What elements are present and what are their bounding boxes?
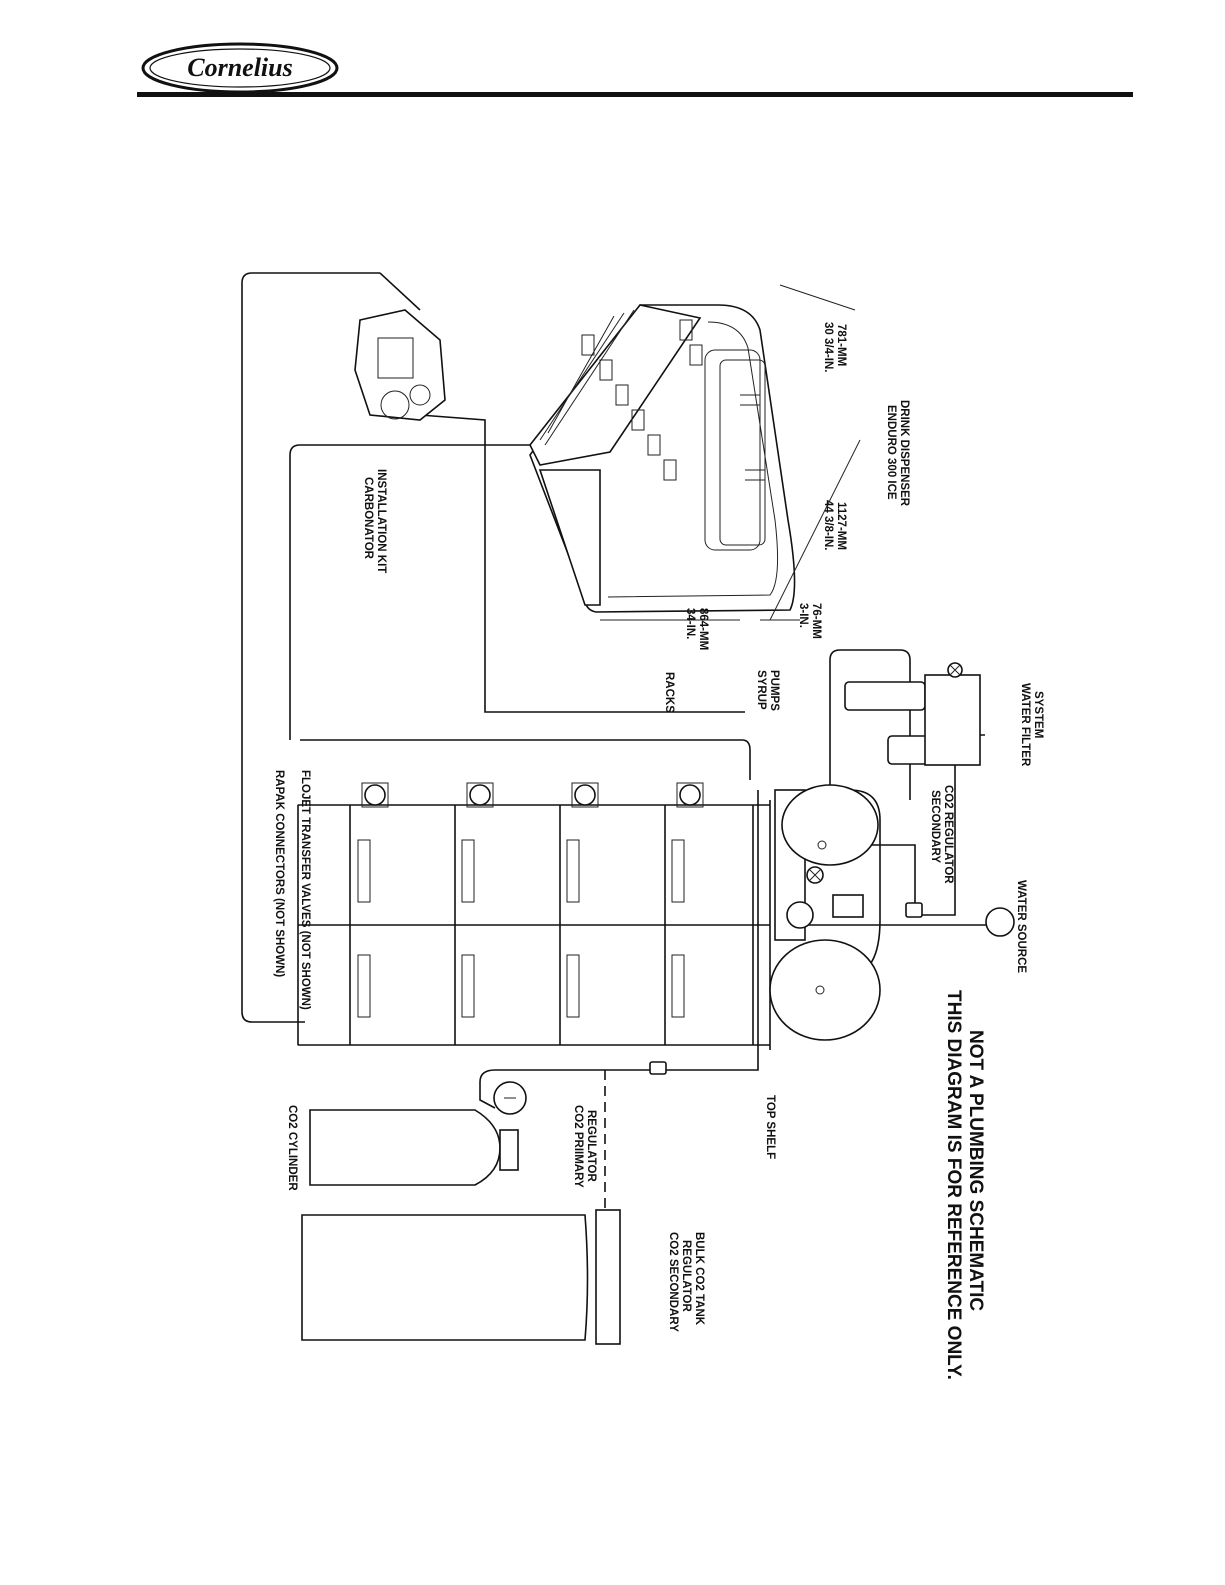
dispenser-label-line-1: ENDURO 300 ICE [885, 405, 897, 500]
dim-width-label: 44 3/8-IN. 1127-MM [822, 500, 847, 551]
rapak-connectors-label: RAPAK CONNECTORS (NOT SHOWN) [273, 770, 285, 977]
dim-width-mm: 1127-MM [835, 502, 847, 550]
dim-width-in: 44 3/8-IN. [822, 500, 834, 551]
syrup-pumps-label: SYRUP PUMPS [755, 670, 780, 711]
dispenser-label-line-2: DRINK DISPENSER [898, 400, 910, 507]
syrup-pumps-label-line-1: SYRUP [755, 670, 767, 710]
carbonator-drawing [354, 309, 446, 421]
line-carbonator-to-water [379, 272, 421, 311]
secondary-reg-label: SECONDARY CO2 REGULATOR [929, 785, 954, 884]
dim-height-mm: 864-MM [697, 608, 709, 650]
dim-depth-in: 30 3/4-IN. [822, 322, 834, 373]
top-shelf-label-text: TOP SHELF [764, 1095, 776, 1159]
carbonator-label-line-2: INSTALLATION KIT [375, 469, 387, 573]
dim-height-label: 34-IN. 864-MM [684, 608, 709, 650]
line-filter-return [880, 649, 911, 800]
dim-depth-label: 30 3/4-IN. 781-MM [822, 322, 847, 373]
water-source-icon [985, 907, 1015, 937]
racks-label: RACKS [663, 672, 675, 713]
water-filter-label: WATER FILTER SYSTEM [1019, 683, 1044, 767]
dim-width-line [769, 439, 861, 621]
co2-cylinder-label-text: CO2 CYLINDER [286, 1105, 298, 1191]
bulk-tank-label-line-1: CO2 SECONDARY [667, 1232, 679, 1332]
water-filter-drawing [844, 662, 981, 766]
bulk-tank-label: CO2 SECONDARY REGULATOR BULK CO2 TANK [667, 1232, 705, 1332]
note-line-2: NOT A PLUMBING SCHEMATIC [965, 1030, 986, 1311]
carbonator-label-line-1: CARBONATOR [362, 477, 374, 560]
water-source-label: WATER SOURCE [1015, 880, 1027, 973]
bulk-tank-label-line-3: BULK CO2 TANK [693, 1232, 705, 1326]
secondary-reg-label-line-2: CO2 REGULATOR [942, 785, 954, 884]
line-carbonator-loop [241, 272, 380, 1023]
carbonation-equipment [769, 784, 1015, 1041]
storage-rack [297, 800, 771, 1050]
co2-cylinder-label: CO2 CYLINDER [286, 1105, 298, 1191]
water-filter-label-line-1: WATER FILTER [1019, 683, 1031, 767]
note-text: THIS DIAGRAM IS FOR REFERENCE ONLY. NOT … [943, 990, 986, 1380]
note-line-1: THIS DIAGRAM IS FOR REFERENCE ONLY. [943, 990, 964, 1380]
bulk-tank-label-line-2: REGULATOR [680, 1240, 692, 1312]
flojet-valves-label: FLOJET TRANSFER VALVES (NOT SHOWN) [299, 770, 311, 1010]
water-filter-label-line-2: SYSTEM [1032, 691, 1044, 738]
syrup-pumps [361, 782, 704, 808]
dispenser-drawing [529, 304, 796, 613]
dim-offset-mm: 76-MM [810, 603, 822, 639]
racks-label-text: RACKS [663, 672, 675, 713]
secondary-reg-label-line-1: SECONDARY [929, 790, 941, 863]
line-carbonator-to-pumps [419, 414, 745, 713]
line-syrup-to-dispenser [289, 444, 545, 740]
dim-depth-mm: 781-MM [835, 324, 847, 366]
syrup-pumps-label-line-2: PUMPS [768, 670, 780, 711]
dim-height-in: 34-IN. [684, 608, 696, 639]
carbonator-label: CARBONATOR INSTALLATION KIT [362, 469, 387, 573]
tee-fitting-co2 [649, 1061, 667, 1075]
co2-primary-label: CO2 PRIIMARY REGULATOR [572, 1105, 597, 1188]
bulk-co2-tank [301, 1209, 621, 1345]
rapak-flojet-label: RAPAK CONNECTORS (NOT SHOWN) FLOJET TRAN… [273, 770, 311, 1010]
line-co2-to-rack [479, 790, 759, 1083]
top-shelf-label: TOP SHELF [764, 1095, 776, 1159]
dispenser-label: ENDURO 300 ICE DRINK DISPENSER [885, 400, 910, 507]
water-source-label-text: WATER SOURCE [1015, 880, 1027, 973]
co2-cylinder [309, 1081, 527, 1186]
dim-offset-in: 3-IN. [797, 603, 809, 628]
co2-primary-label-line-1: CO2 PRIIMARY [572, 1105, 584, 1188]
line-co2-reg-to-cyl [479, 1082, 496, 1109]
line-filter-loop [829, 649, 880, 790]
tee-fitting-secondary [905, 902, 923, 918]
line-pump-manifold [300, 739, 751, 780]
co2-primary-label-line-2: REGULATOR [585, 1110, 597, 1182]
dim-depth-line [779, 284, 856, 311]
dim-offset-label: 3-IN. 76-MM [797, 603, 822, 639]
header-rule [137, 92, 1133, 97]
brand-wordmark: Cornelius [187, 53, 293, 82]
page-header: Cornelius [0, 0, 1225, 110]
